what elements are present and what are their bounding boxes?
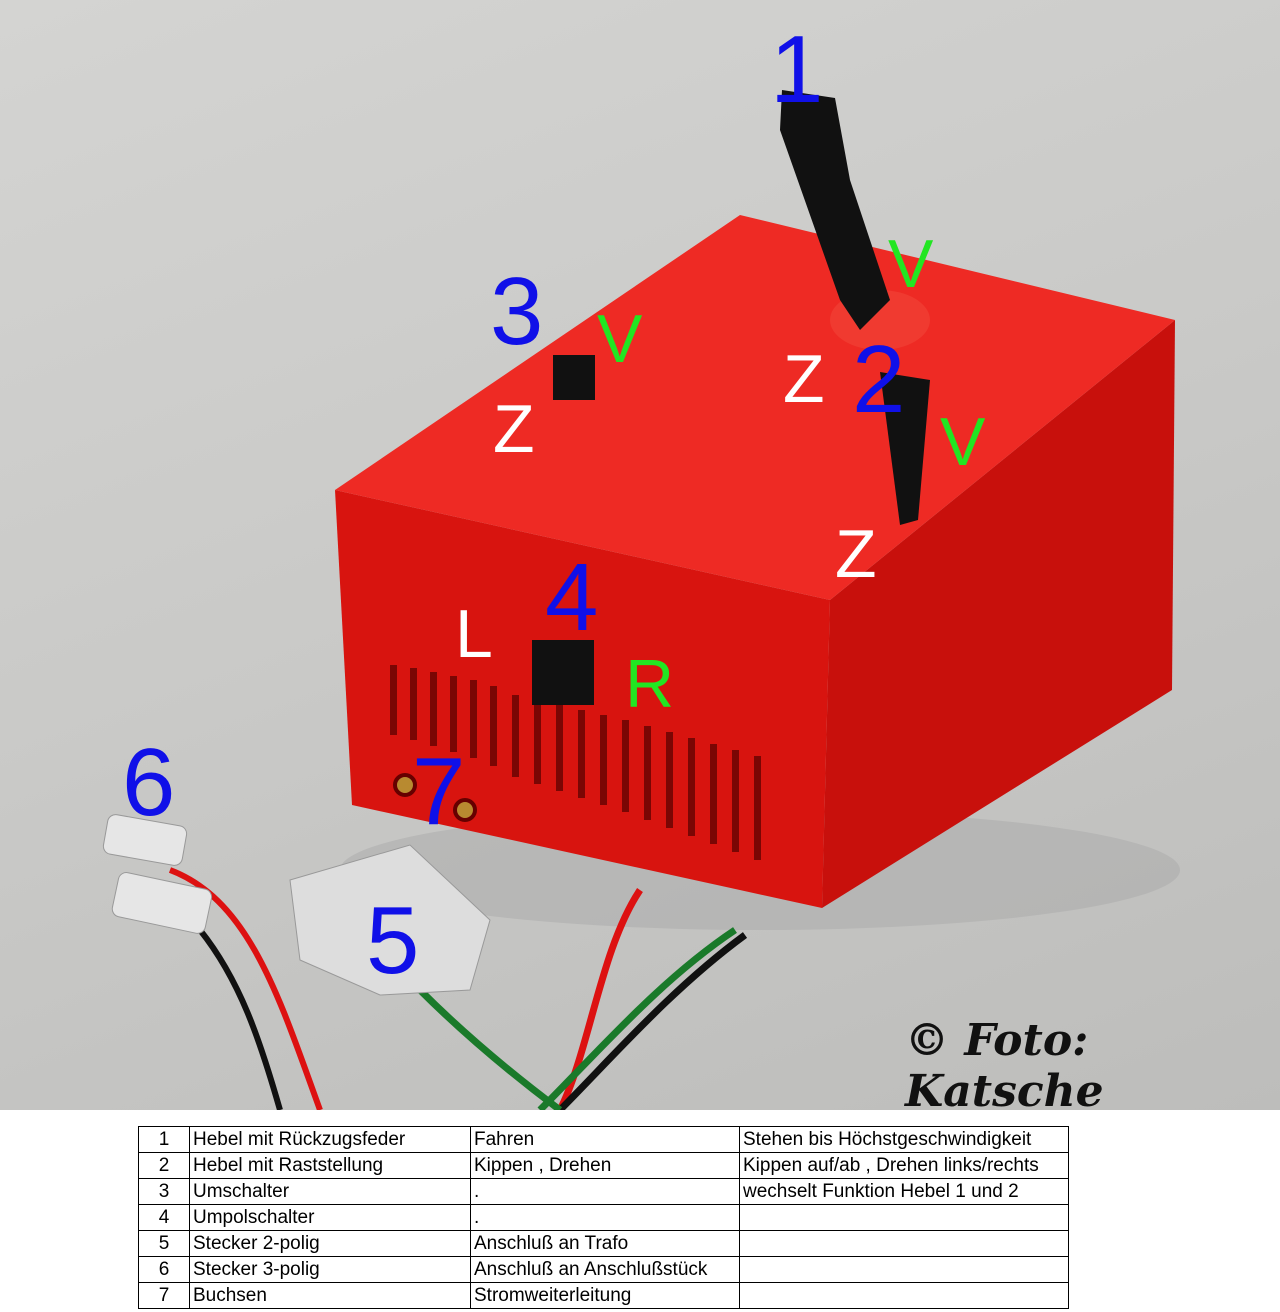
label-z-lever-2: Z: [835, 516, 877, 592]
control-box-illustration: [102, 90, 1180, 1110]
part-name: Buchsen: [189, 1282, 471, 1309]
label-v-lever-1: V: [888, 226, 934, 302]
product-photo: 1 2 3 4 5 6 7 V V V Z Z Z L R © Foto: Ka…: [0, 0, 1280, 1110]
lever-2: [880, 372, 930, 525]
label-1: 1: [770, 16, 824, 123]
row-number: 2: [138, 1152, 190, 1179]
row-number: 7: [138, 1282, 190, 1309]
part-description: [739, 1230, 1069, 1257]
part-description: wechselt Funktion Hebel 1 und 2: [739, 1178, 1069, 1205]
row-number: 6: [138, 1256, 190, 1283]
part-name: Stecker 3-polig: [189, 1256, 471, 1283]
label-r: R: [625, 646, 675, 722]
lever-1: [780, 90, 890, 330]
plug-2-pole-b: [111, 872, 213, 934]
plug-2-pole-a: [102, 814, 188, 866]
part-name: Stecker 2-polig: [189, 1230, 471, 1257]
part-name: Hebel mit Raststellung: [189, 1152, 471, 1179]
part-name: Hebel mit Rückzugsfeder: [189, 1126, 471, 1153]
label-v-switch-3: V: [597, 301, 643, 377]
part-function: .: [470, 1204, 740, 1231]
row-number: 3: [138, 1178, 190, 1205]
part-description: [739, 1282, 1069, 1309]
box-right-side: [822, 320, 1175, 908]
part-description: Kippen auf/ab , Drehen links/rechts: [739, 1152, 1069, 1179]
label-3: 3: [490, 258, 544, 365]
part-description: [739, 1204, 1069, 1231]
part-function: .: [470, 1178, 740, 1205]
label-v-lever-2: V: [940, 404, 986, 480]
label-z-lever-1: Z: [783, 341, 825, 417]
row-number: 5: [138, 1230, 190, 1257]
label-l: L: [455, 596, 493, 672]
copyright-text: © Foto: Katsche: [905, 1015, 1104, 1110]
vent-slots: [390, 665, 761, 860]
label-z-switch-3: Z: [493, 391, 535, 467]
part-description: [739, 1256, 1069, 1283]
label-5: 5: [366, 887, 420, 994]
part-function: Stromweiterleitung: [470, 1282, 740, 1309]
part-function: Anschluß an Trafo: [470, 1230, 740, 1257]
label-7: 7: [412, 738, 466, 845]
label-4: 4: [545, 544, 599, 651]
row-number: 1: [138, 1126, 190, 1153]
part-name: Umschalter: [189, 1178, 471, 1205]
box-top-face: [335, 215, 1175, 600]
part-function: Kippen , Drehen: [470, 1152, 740, 1179]
label-6: 6: [122, 729, 176, 836]
label-2: 2: [852, 326, 906, 433]
row-number: 4: [138, 1204, 190, 1231]
plug-3-pole: [289, 844, 491, 996]
part-name: Umpolschalter: [189, 1204, 471, 1231]
part-function: Fahren: [470, 1126, 740, 1153]
part-description: Stehen bis Höchstgeschwindigkeit: [739, 1126, 1069, 1153]
part-function: Anschluß an Anschlußstück: [470, 1256, 740, 1283]
